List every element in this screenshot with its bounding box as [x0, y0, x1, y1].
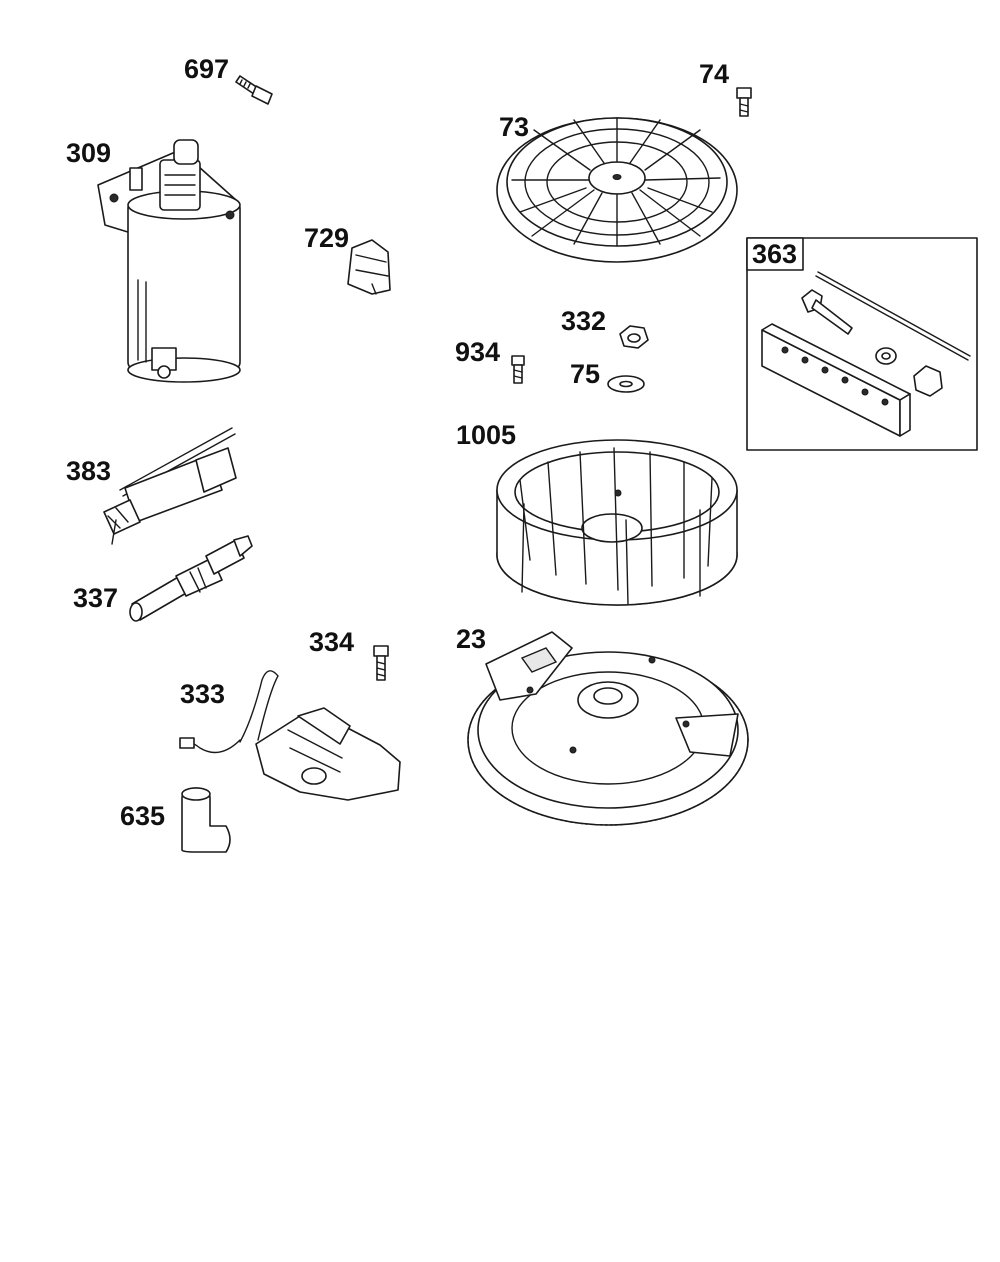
part-383-wire-lead — [103, 427, 237, 545]
part-label-73: 73 — [499, 112, 530, 142]
part-1005-fan — [496, 439, 738, 606]
part-23-flywheel — [467, 631, 749, 826]
part-label-334: 334 — [309, 627, 355, 657]
part-635-spark-plug-boot — [181, 787, 231, 853]
part-332-nut — [619, 325, 649, 349]
part-label-697: 697 — [184, 54, 230, 84]
part-363-kit — [746, 237, 978, 451]
part-333-ignition-coil — [179, 670, 401, 801]
part-label-1005: 1005 — [456, 420, 517, 450]
part-label-363: 363 — [752, 239, 798, 269]
part-label-23: 23 — [456, 624, 487, 654]
part-309-starter-motor — [97, 139, 241, 383]
part-334-bolt — [373, 645, 389, 681]
part-729-clip — [347, 239, 391, 295]
part-697-screw — [235, 75, 273, 105]
part-label-729: 729 — [304, 223, 350, 253]
part-label-333: 333 — [180, 679, 226, 709]
part-label-75: 75 — [570, 359, 601, 389]
part-label-74: 74 — [699, 59, 730, 89]
part-label-332: 332 — [561, 306, 607, 336]
part-74-screw — [736, 87, 752, 117]
part-label-309: 309 — [66, 138, 112, 168]
part-73-rotating-screen — [496, 117, 738, 263]
part-75-washer — [607, 375, 645, 393]
part-label-635: 635 — [120, 801, 166, 831]
part-337-spark-plug — [129, 535, 253, 622]
part-label-337: 337 — [73, 583, 119, 613]
part-934-screw — [511, 355, 525, 384]
part-label-383: 383 — [66, 456, 112, 486]
part-label-934: 934 — [455, 337, 501, 367]
